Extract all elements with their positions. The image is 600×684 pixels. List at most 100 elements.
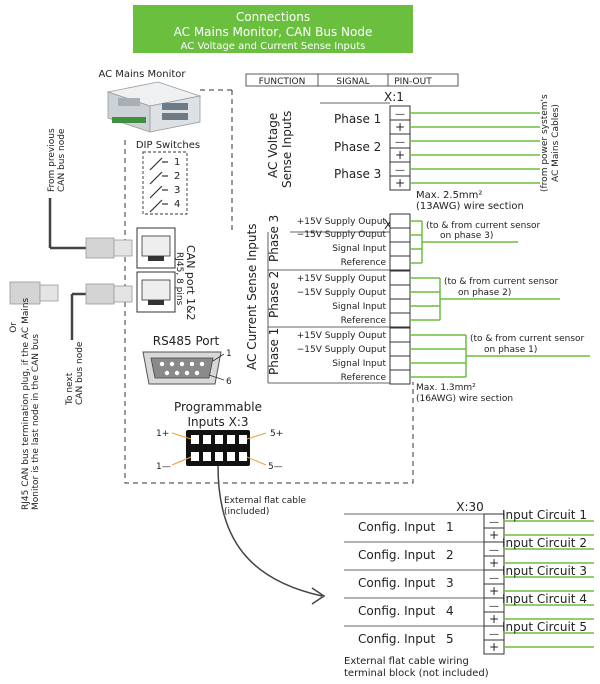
rs485-pin6: 6 bbox=[226, 377, 232, 387]
svg-text:+15V Supply Ouput: +15V Supply Ouput bbox=[297, 274, 387, 284]
current-phase-1: Phase 1 bbox=[267, 328, 281, 375]
input-circuit-2: Input Circuit 2 bbox=[502, 536, 587, 550]
svg-text:+: + bbox=[395, 148, 405, 162]
svg-text:+: + bbox=[489, 528, 499, 542]
x30-input-5: Config. Input 5 bbox=[358, 632, 454, 646]
sensor-note-p2-2: on phase 2) bbox=[458, 288, 511, 298]
sensor-note-p3-2: on phase 3) bbox=[440, 231, 493, 241]
svg-text:+15V Supply Ouput: +15V Supply Ouput bbox=[297, 331, 387, 341]
current-phase-3: Phase 3 bbox=[267, 215, 281, 262]
to-next-line1: To next bbox=[65, 372, 75, 406]
x1-wire-note-2: (13AWG) wire section bbox=[416, 201, 524, 212]
x1-connector-label: X:1 bbox=[384, 90, 404, 104]
voltage-phase-3: Phase 3 bbox=[334, 167, 381, 181]
x2-group-lines bbox=[267, 232, 390, 384]
svg-text:—: — bbox=[395, 109, 405, 120]
current-section-title: AC Current Sense Inputs bbox=[245, 224, 259, 370]
voltage-title-line1: AC Voltage bbox=[266, 113, 280, 178]
prog-1minus: 1— bbox=[156, 462, 171, 472]
svg-text:2: 2 bbox=[446, 548, 454, 562]
x1-source-note-2: AC Mains Cables) bbox=[551, 104, 561, 182]
phase3-signals: −15V Supply Ouput Signal Input Reference bbox=[297, 230, 387, 268]
svg-text:+: + bbox=[489, 584, 499, 598]
table-header: FUNCTION SIGNAL PIN-OUT bbox=[245, 73, 459, 87]
termination-line2: Monitor is the last node in the CAN bus bbox=[31, 334, 41, 510]
svg-text:Config. Input: Config. Input bbox=[358, 604, 435, 618]
x2-terminal-block bbox=[389, 213, 411, 385]
voltage-title-line2: Sense Inputs bbox=[280, 111, 294, 188]
svg-text:—: — bbox=[395, 165, 405, 176]
current-phase-2: Phase 2 bbox=[267, 271, 281, 318]
sensor-note-p1-2: on phase 1) bbox=[484, 345, 537, 355]
x30-wires bbox=[504, 520, 594, 648]
svg-text:Signal Input: Signal Input bbox=[332, 359, 386, 369]
svg-text:−15V Supply Ouput: −15V Supply Ouput bbox=[297, 345, 387, 355]
header-function: FUNCTION bbox=[259, 77, 306, 87]
to-next-line2: CAN bus node bbox=[75, 341, 85, 405]
x30-note-2: terminal block (not included) bbox=[344, 668, 489, 679]
svg-text:Config. Input: Config. Input bbox=[358, 548, 435, 562]
can-port-lower bbox=[136, 271, 176, 313]
x2-wire-note-2: (16AWG) wire section bbox=[416, 394, 513, 404]
svg-text:1: 1 bbox=[446, 520, 454, 534]
dip-switch-block bbox=[142, 151, 188, 215]
svg-text:+: + bbox=[489, 556, 499, 570]
x30-input-3: Config. Input 3 bbox=[358, 576, 454, 590]
header-banner bbox=[133, 5, 413, 53]
prog-input-header bbox=[171, 430, 267, 466]
can-plug-to-next bbox=[70, 283, 133, 340]
svg-text:−15V Supply Ouput: −15V Supply Ouput bbox=[297, 230, 387, 240]
can-port-sub: RJ45, 8 pins bbox=[174, 252, 184, 306]
voltage-phase-1: Phase 1 bbox=[334, 112, 381, 126]
x30-input-4: Config. Input 4 bbox=[358, 604, 454, 618]
svg-text:Signal Input: Signal Input bbox=[332, 244, 386, 254]
x30-input-2: Config. Input 2 bbox=[358, 548, 454, 562]
x2-wires bbox=[410, 220, 590, 378]
rs485-connector bbox=[142, 351, 225, 385]
rs485-pin1: 1 bbox=[226, 349, 232, 359]
flat-cable-label-1: External flat cable bbox=[224, 496, 306, 506]
x1-wires bbox=[410, 112, 540, 184]
prog-5plus: 5+ bbox=[270, 429, 283, 439]
device-label: AC Mains Monitor bbox=[98, 69, 186, 80]
x1-terminal-block bbox=[389, 105, 411, 191]
voltage-phase-2: Phase 2 bbox=[334, 140, 381, 154]
header-subtitle: AC Mains Monitor, CAN Bus Node bbox=[174, 25, 373, 39]
prog-label-1: Programmable bbox=[174, 400, 262, 414]
svg-text:+: + bbox=[395, 176, 405, 190]
prog-1plus: 1+ bbox=[156, 429, 169, 439]
x30-pin-symbols: — + — + — + — + — + bbox=[489, 517, 499, 654]
x1-wire-note-1: Max. 2.5mm² bbox=[416, 190, 482, 201]
svg-text:—: — bbox=[489, 517, 499, 528]
svg-text:3: 3 bbox=[446, 576, 454, 590]
rs485-label: RS485 Port bbox=[153, 334, 220, 348]
svg-text:—: — bbox=[489, 601, 499, 612]
dip-number-4: 4 bbox=[174, 199, 180, 210]
svg-text:Signal Input: Signal Input bbox=[332, 302, 386, 312]
from-prev-line1: From previous bbox=[47, 128, 57, 192]
svg-text:Config. Input: Config. Input bbox=[358, 632, 435, 646]
termination-or: Or bbox=[9, 322, 19, 333]
dip-title: DIP Switches bbox=[136, 140, 200, 151]
dip-number-3: 3 bbox=[174, 185, 180, 196]
x30-terminal-cells bbox=[483, 513, 505, 655]
x30-input-1: Config. Input 1 bbox=[358, 520, 454, 534]
dip-number-2: 2 bbox=[174, 171, 180, 182]
x30-note-1: External flat cable wiring bbox=[344, 656, 469, 667]
flat-cable-arrow bbox=[217, 465, 323, 597]
prog-5minus: 5— bbox=[268, 462, 283, 472]
input-circuit-4: Input Circuit 4 bbox=[502, 592, 587, 606]
input-circuit-5: Input Circuit 5 bbox=[502, 620, 587, 634]
x1-source-note-1: (from power system's bbox=[540, 94, 550, 192]
svg-text:Reference: Reference bbox=[341, 373, 387, 383]
termination-plug bbox=[9, 281, 59, 305]
svg-text:4: 4 bbox=[446, 604, 454, 618]
termination-line1: RJ45 CAN bus termination plug, if the AC… bbox=[21, 297, 31, 510]
input-circuit-1: Input Circuit 1 bbox=[502, 508, 587, 522]
can-plug-from-prev bbox=[48, 198, 133, 259]
enclosure-outline bbox=[124, 89, 414, 484]
sensor-note-p2-1: (to & from current sensor bbox=[444, 277, 559, 287]
svg-text:+: + bbox=[395, 120, 405, 134]
svg-text:Reference: Reference bbox=[341, 316, 387, 326]
input-circuit-3: Input Circuit 3 bbox=[502, 564, 587, 578]
